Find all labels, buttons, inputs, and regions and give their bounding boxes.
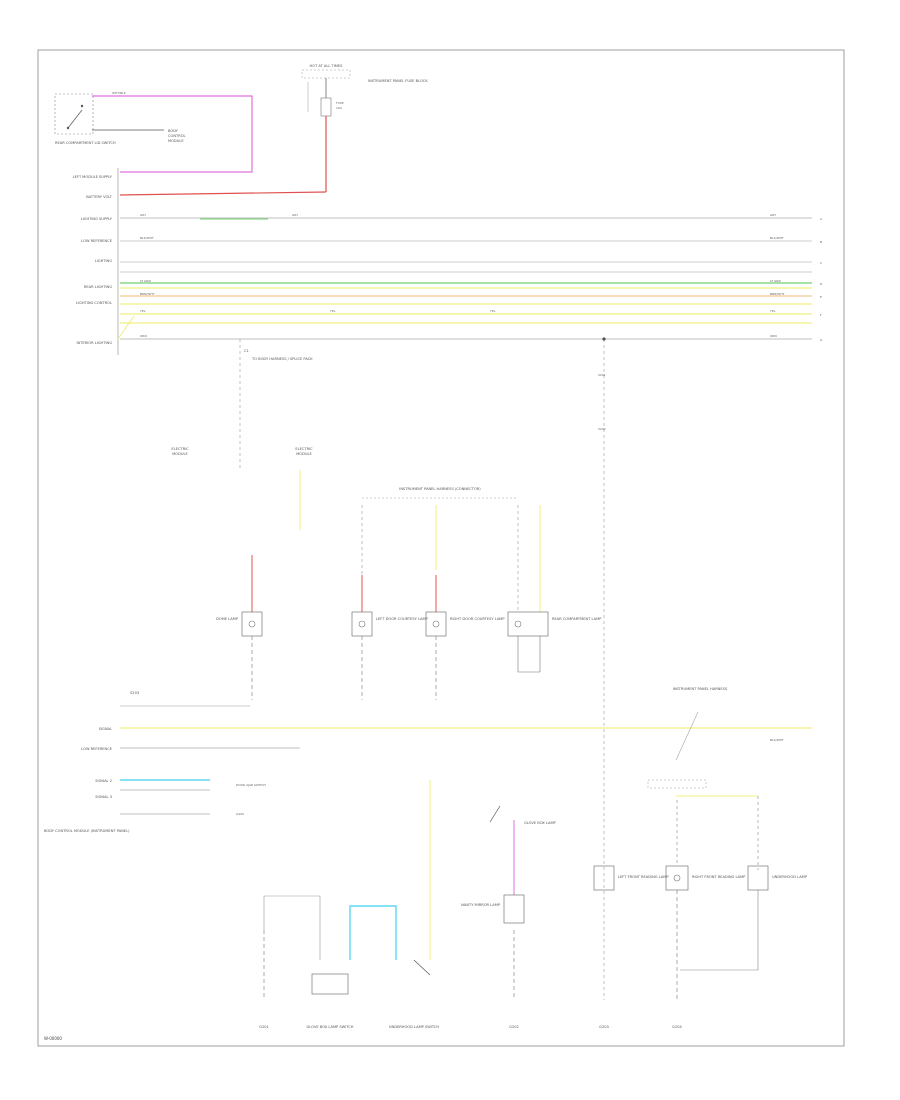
svg-text:BLK/WHT: BLK/WHT [770,236,784,240]
svg-text:BODY: BODY [168,129,179,133]
svg-text:YEL: YEL [140,309,146,313]
bottom-loop: GLOVE BOX LAMP SWITCH UNDERHOOD LAMP SWI… [259,780,439,1029]
svg-text:FUSE: FUSE [336,101,344,105]
svg-text:DOOR AJAR SWITCH: DOOR AJAR SWITCH [236,783,266,787]
svg-text:SIGNAL 3: SIGNAL 3 [95,795,112,799]
svg-text:G203: G203 [599,1025,609,1029]
svg-text:10A: 10A [336,106,343,110]
svg-text:LIGHTING CONTROL: LIGHTING CONTROL [76,301,112,305]
reading-lamps: LEFT FRONT READING LAMP RIGHT FRONT READ… [593,800,808,1029]
svg-text:G201: G201 [259,1025,269,1029]
svg-text:BLK/WHT: BLK/WHT [770,738,784,742]
svg-text:INTERIOR LIGHTING: INTERIOR LIGHTING [76,341,112,345]
lower-bus-wires: S203 SIGNAL LOW REFERENCE SIGNAL 2 SIGNA… [44,691,812,833]
svg-text:YEL: YEL [490,309,496,313]
svg-text:MODULE: MODULE [168,139,184,143]
svg-text:ORN: ORN [140,334,147,338]
svg-text:LT GRN: LT GRN [770,279,781,283]
lamp-right-door: RIGHT DOOR COURTESY LAMP [425,505,505,700]
fuse-block-label: INSTRUMENT PANEL FUSE BLOCK [368,79,428,83]
module-footer-label: BODY CONTROL MODULE (INSTRUMENT PANEL) [44,829,130,833]
vertical-drops: C1 TO BODY HARNESS / SPLICE PACK S201 S2… [239,337,606,1000]
svg-text:GRY: GRY [140,213,146,217]
svg-text:F: F [820,313,822,317]
fuse-block-top: HOT AT ALL TIMES INSTRUMENT PANEL FUSE B… [119,64,428,196]
svg-text:C1: C1 [244,349,249,353]
glove-box-switch: GLOVE BOX LAMP VANITY MIRROR LAMP G202 [461,805,557,1029]
svg-text:LEFT MODULE SUPPLY: LEFT MODULE SUPPLY [73,175,113,179]
lamp-rear-compartment: REAR COMPARTMENT LAMP [507,505,602,673]
svg-text:E: E [820,295,822,299]
svg-text:S202: S202 [598,427,606,431]
svg-text:SIGNAL: SIGNAL [99,727,112,731]
svg-text:G204: G204 [672,1025,682,1029]
svg-text:UNDERHOOD LAMP SWITCH: UNDERHOOD LAMP SWITCH [389,1025,439,1029]
svg-text:GRY: GRY [770,213,776,217]
svg-text:B: B [820,240,822,244]
svg-text:UNDERHOOD LAMP: UNDERHOOD LAMP [772,875,808,879]
svg-text:MODULE: MODULE [172,452,188,456]
svg-text:C: C [820,261,822,265]
lamp-dome: DOME LAMP [216,555,263,700]
svg-text:GLOVE BOX LAMP SWITCH: GLOVE BOX LAMP SWITCH [307,1025,354,1029]
svg-text:RIGHT DOOR COURTESY LAMP: RIGHT DOOR COURTESY LAMP [450,617,505,621]
lamp-left-door: LEFT DOOR COURTESY LAMP [351,505,429,700]
svg-text:LOW REFERENCE: LOW REFERENCE [81,239,112,243]
svg-text:REAR LIGHTING: REAR LIGHTING [84,285,112,289]
svg-text:ELECTRIC: ELECTRIC [295,447,313,451]
svg-text:LEFT DOOR COURTESY LAMP: LEFT DOOR COURTESY LAMP [376,617,429,621]
diagram-frame [37,49,845,1047]
svg-text:REAR COMPARTMENT LAMP: REAR COMPARTMENT LAMP [552,617,602,621]
hot-at-all-times-label: HOT AT ALL TIMES [310,64,344,68]
mid-connector-labels: ELECTRIC MODULE ELECTRIC MODULE INSTRUME… [171,447,518,530]
svg-text:INSTRUMENT PANEL HARNESS: INSTRUMENT PANEL HARNESS [673,687,728,691]
svg-text:GLOVE BOX LAMP: GLOVE BOX LAMP [524,821,557,825]
svg-text:DOME LAMP: DOME LAMP [216,617,239,621]
svg-text:G202: G202 [509,1025,519,1029]
rear-lid-switch-block: REAR COMPARTMENT LID SWITCH BODY CONTROL… [54,91,253,173]
svg-text:LOW REFERENCE: LOW REFERENCE [81,747,112,751]
rear-lid-switch-label: REAR COMPARTMENT LID SWITCH [55,141,116,145]
svg-text:D: D [820,282,823,286]
svg-text:VANITY MIRROR LAMP: VANITY MIRROR LAMP [461,903,501,907]
svg-text:SIGNAL 2: SIGNAL 2 [95,779,112,783]
svg-text:GRY: GRY [292,213,298,217]
svg-text:BRN/WHT: BRN/WHT [770,292,785,296]
svg-text:LIGHTING: LIGHTING [95,259,112,263]
svg-text:BRN/WHT: BRN/WHT [140,292,155,296]
module-connector-left: LEFT MODULE SUPPLY BATTERY VOLT LIGHTING… [73,168,119,355]
svg-text:RIGHT FRONT READING LAMP: RIGHT FRONT READING LAMP [692,875,746,879]
svg-text:A: A [820,217,823,221]
svg-text:S201: S201 [598,373,606,377]
svg-text:ORN: ORN [770,334,777,338]
svg-text:YEL: YEL [330,309,336,313]
right-harness: INSTRUMENT PANEL HARNESS [647,687,759,870]
svg-text:G200: G200 [236,812,244,816]
svg-text:LEFT FRONT READING LAMP: LEFT FRONT READING LAMP [618,875,669,879]
svg-text:BLK/WHT: BLK/WHT [140,236,154,240]
upper-bus-wires: GRY GRY GRY BLK/WHT BLK/WHT LT GRN LT GR… [117,213,823,342]
svg-text:YEL: YEL [770,309,776,313]
svg-text:WHT/BLK: WHT/BLK [112,91,127,95]
svg-text:LT GRN: LT GRN [140,279,151,283]
svg-text:G: G [820,338,823,342]
svg-text:TO BODY HARNESS / SPLICE PACK: TO BODY HARNESS / SPLICE PACK [251,357,313,361]
svg-text:ELECTRIC: ELECTRIC [171,447,189,451]
svg-text:MODULE: MODULE [296,452,312,456]
svg-text:LIGHTING SUPPLY: LIGHTING SUPPLY [81,217,113,221]
svg-text:S203: S203 [130,691,139,695]
page-id: W-00000 [44,1036,62,1041]
svg-text:INSTRUMENT PANEL HARNESS (CONN: INSTRUMENT PANEL HARNESS (CONNECTOR) [399,487,481,491]
svg-text:BATTERY VOLT: BATTERY VOLT [86,195,113,199]
svg-text:CONTROL: CONTROL [168,134,186,138]
